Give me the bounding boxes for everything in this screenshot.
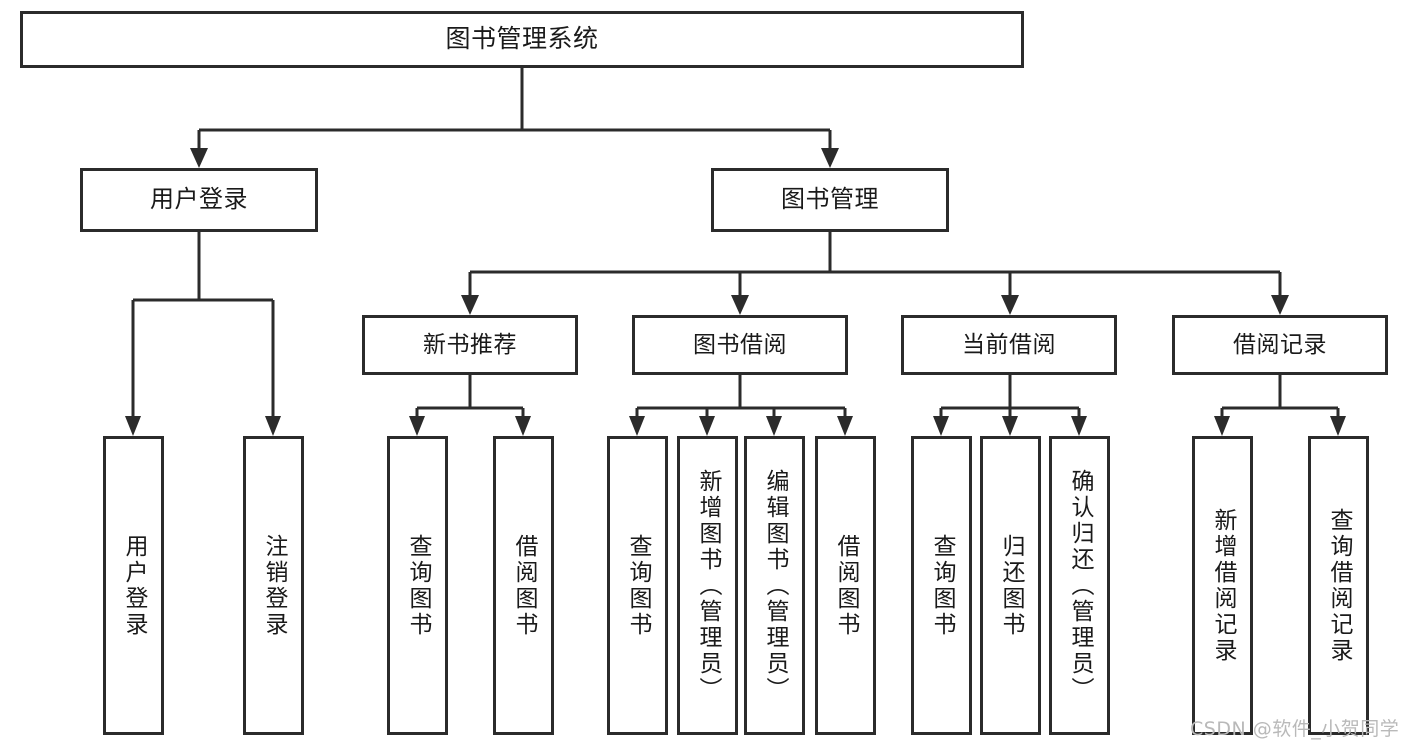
node-label: 图书管理 [781, 185, 879, 214]
arrow-borrow-leaf-3 [766, 416, 782, 436]
node-label: 用户登录 [150, 185, 248, 214]
node-label: 注销登录 [261, 533, 287, 638]
node-label: 查询图书 [929, 533, 955, 638]
node-label: 查询图书 [625, 533, 651, 638]
node-label: 借阅记录 [1233, 331, 1327, 358]
node-label: 归还图书 [998, 533, 1024, 638]
arrow-new-book-recommend [461, 295, 479, 315]
arrow-current-leaf-2 [1002, 416, 1018, 436]
node-label: 新增图书（管理员） [695, 468, 721, 703]
arrow-current-leaf-1 [933, 416, 949, 436]
leaf-recommend-borrow-book[interactable]: 借阅图书 [493, 436, 554, 735]
leaf-current-query-book[interactable]: 查询图书 [911, 436, 972, 735]
watermark: CSDN @软件_小贺同学 [1190, 718, 1400, 740]
arrow-recommend-leaf-2 [515, 416, 531, 436]
node-user-login[interactable]: 用户登录 [80, 168, 318, 232]
node-label: 图书借阅 [693, 331, 787, 358]
leaf-record-add-record[interactable]: 新增借阅记录 [1192, 436, 1253, 735]
node-new-book-recommend[interactable]: 新书推荐 [362, 315, 578, 375]
leaf-recommend-query-book[interactable]: 查询图书 [387, 436, 448, 735]
node-label: 查询图书 [405, 533, 431, 638]
arrow-borrow-record [1271, 295, 1289, 315]
node-label: 图书管理系统 [445, 24, 599, 54]
leaf-borrow-edit-book[interactable]: 编辑图书（管理员） [744, 436, 805, 735]
leaf-borrow-borrow-book[interactable]: 借阅图书 [815, 436, 876, 735]
arrow-current-borrow [1001, 295, 1019, 315]
leaf-current-confirm-return[interactable]: 确认归还（管理员） [1049, 436, 1110, 735]
node-book-borrow[interactable]: 图书借阅 [632, 315, 848, 375]
node-borrow-record[interactable]: 借阅记录 [1172, 315, 1388, 375]
node-current-borrow[interactable]: 当前借阅 [901, 315, 1117, 375]
node-label: 借阅图书 [833, 533, 859, 638]
node-label: 当前借阅 [962, 331, 1056, 358]
arrow-leaf-logout [265, 416, 281, 436]
node-root-system[interactable]: 图书管理系统 [20, 11, 1024, 68]
leaf-record-query-record[interactable]: 查询借阅记录 [1308, 436, 1369, 735]
arrow-borrow-leaf-2 [699, 416, 715, 436]
leaf-borrow-add-book[interactable]: 新增图书（管理员） [677, 436, 738, 735]
arrow-user-login [190, 148, 208, 168]
leaf-user-login-login[interactable]: 用户登录 [103, 436, 164, 735]
leaf-current-return-book[interactable]: 归还图书 [980, 436, 1041, 735]
arrow-current-leaf-3 [1071, 416, 1087, 436]
node-label: 新增借阅记录 [1210, 507, 1236, 664]
node-label: 编辑图书（管理员） [762, 468, 788, 703]
node-label: 新书推荐 [423, 331, 517, 358]
node-label: 借阅图书 [511, 533, 537, 638]
arrow-record-leaf-2 [1330, 416, 1346, 436]
arrow-book-mgmt [821, 148, 839, 168]
node-label: 确认归还（管理员） [1067, 468, 1093, 703]
node-label: 用户登录 [121, 533, 147, 638]
leaf-borrow-query-book[interactable]: 查询图书 [607, 436, 668, 735]
arrow-borrow-leaf-4 [837, 416, 853, 436]
arrow-record-leaf-1 [1214, 416, 1230, 436]
leaf-user-login-logout[interactable]: 注销登录 [243, 436, 304, 735]
arrow-leaf-user-login [125, 416, 141, 436]
arrow-book-borrow [731, 295, 749, 315]
node-book-management[interactable]: 图书管理 [711, 168, 949, 232]
node-label: 查询借阅记录 [1326, 507, 1352, 664]
arrow-borrow-leaf-1 [629, 416, 645, 436]
arrow-recommend-leaf-1 [409, 416, 425, 436]
